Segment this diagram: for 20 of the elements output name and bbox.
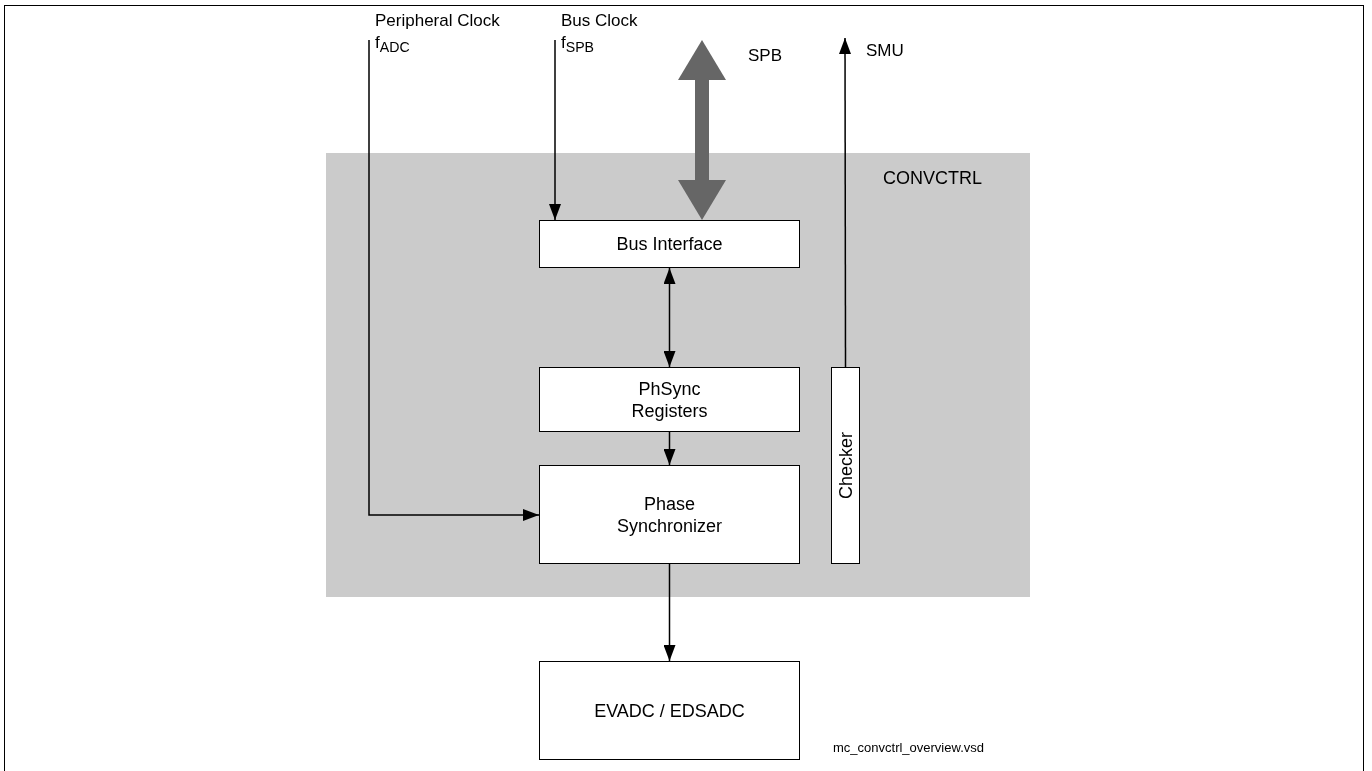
block-label: Checker [834,432,857,499]
process-box [539,367,800,432]
block-label: Bus Interface [615,233,724,255]
bus-arrow [678,40,726,220]
file-name-note: mc_convctrl_overview.vsd [833,740,984,755]
process-box [539,220,800,268]
arrow [663,563,676,662]
block-label: PhSync Registers [630,377,709,422]
block-region [326,153,1030,597]
arrow [839,37,851,368]
checker-box [831,367,860,564]
arrow [663,267,676,368]
block-label: Phase Synchronizer [615,492,723,537]
process-box [539,465,800,564]
region-title: CONVCTRL [882,167,983,189]
process-box [539,661,800,760]
arrow [663,431,676,466]
arrow [549,39,561,221]
arrow [368,39,540,521]
block-label: EVADC / EDSADC [593,699,746,722]
